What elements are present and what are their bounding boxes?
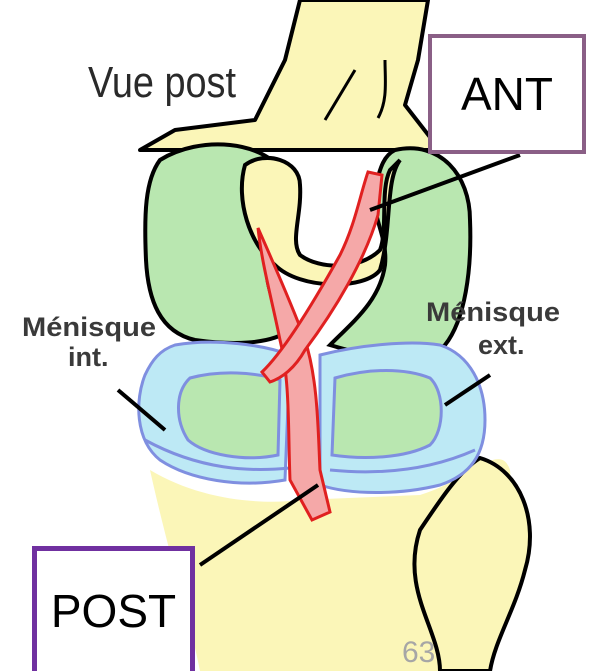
post-label: POST (51, 584, 176, 638)
menisque-ext-label: ext. (478, 330, 525, 360)
medial-plateau (178, 373, 280, 458)
post-label-box: POST (32, 546, 195, 671)
menisque-int-label: int. (68, 342, 109, 372)
ant-label: ANT (461, 67, 553, 121)
page-number: 63 (402, 636, 435, 670)
ant-label-box: ANT (428, 34, 586, 154)
menisque-ext-label: Ménisque (426, 297, 560, 327)
menisque-int-label: Ménisque (22, 312, 156, 342)
view-title: Vue post (88, 58, 236, 107)
lateral-plateau (332, 371, 441, 458)
